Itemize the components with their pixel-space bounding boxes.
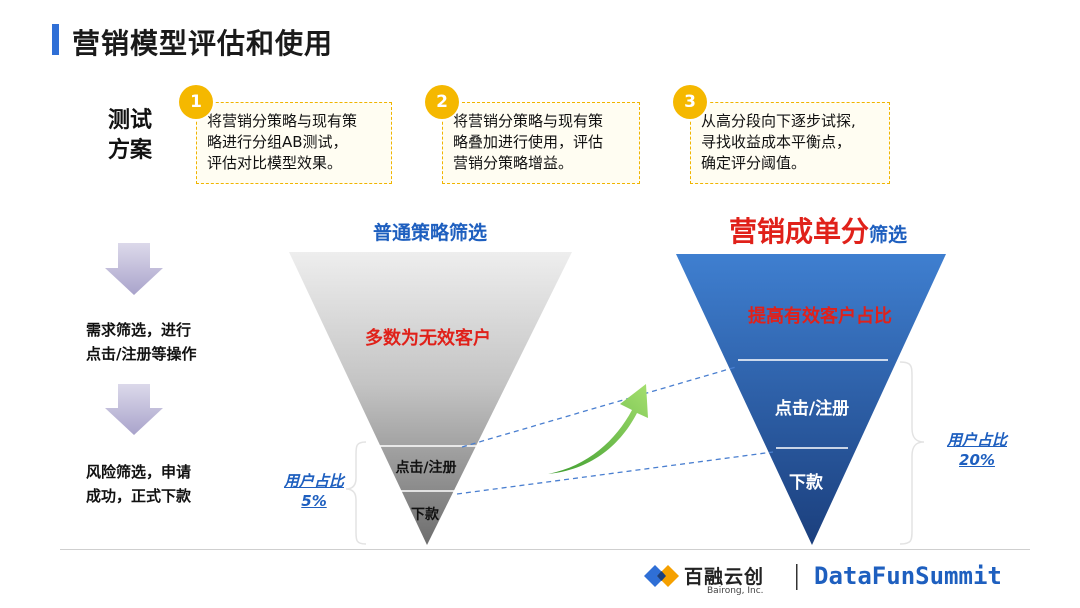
step-2-box: 将营销分策略与现有策 略叠加进行使用，评估 营销分策略增益。 [442, 102, 640, 184]
event-name: DataFunSummit [814, 562, 1002, 590]
down-arrow-icon [105, 384, 163, 435]
side-step-2-line2: 成功，正式下款 [86, 487, 192, 505]
side-step-1-line2: 点击/注册等操作 [86, 345, 197, 363]
test-plan-label-line1: 测试 [107, 108, 152, 133]
step-2-line3: 营销分策略增益。 [453, 154, 574, 172]
marketing-funnel-loan-label: 下款 [789, 473, 823, 493]
standard-funnel [289, 252, 572, 545]
step-3-box: 从高分段向下逐步试探, 寻找收益成本平衡点， 确定评分阈值。 [690, 102, 890, 184]
marketing-ratio-label: 用户占比 [946, 431, 1007, 449]
title-accent-bar [52, 24, 59, 55]
step-2-number: 2 [425, 85, 459, 119]
company-name-cn: 百融云创 [684, 566, 765, 588]
standard-ratio-label: 用户占比 [283, 472, 344, 490]
marketing-funnel-click-label: 点击/注册 [774, 399, 850, 419]
page-title: 营销模型评估和使用 [72, 27, 334, 60]
step-3-number: 3 [673, 85, 707, 119]
left-brace [345, 441, 367, 545]
standard-funnel-loan-label: 下款 [411, 507, 439, 523]
side-step-1-line1: 需求筛选，进行 [86, 321, 192, 339]
up-arrow-icon [548, 384, 648, 474]
step-1-line2: 略进行分组AB测试， [207, 133, 348, 151]
bairong-logo-icon [644, 565, 679, 587]
marketing-funnel-ratio: 用户占比 20% [932, 430, 1022, 470]
step-1-line3: 评估对比模型效果。 [207, 154, 343, 172]
marketing-funnel-heading-suffix: 筛选 [869, 224, 908, 246]
standard-ratio-value: 5% [301, 492, 327, 510]
standard-funnel-heading: 普通策略筛选 [372, 222, 487, 244]
step-3-line1: 从高分段向下逐步试探, [701, 112, 856, 130]
step-1-line1: 将营销分策略与现有策 [207, 112, 358, 130]
step-1-box: 将营销分策略与现有策 略进行分组AB测试， 评估对比模型效果。 [196, 102, 392, 184]
step-2-line1: 将营销分策略与现有策 [453, 112, 604, 130]
company-name-en: Bairong, Inc. [707, 586, 764, 596]
standard-funnel-main-label: 多数为无效客户 [365, 328, 491, 349]
side-step-2-line1: 风险筛选，申请 [86, 463, 192, 481]
marketing-score-funnel [676, 254, 946, 545]
down-arrow-icon [105, 243, 163, 295]
marketing-funnel-main-label: 提高有效客户占比 [748, 306, 892, 327]
step-3-line2: 寻找收益成本平衡点， [701, 133, 852, 151]
connector-line [456, 451, 774, 495]
standard-funnel-click-label: 点击/注册 [395, 460, 457, 476]
side-step-2-text: 风险筛选，申请 成功，正式下款 [86, 460, 191, 508]
test-plan-label: 测试 方案 [100, 106, 160, 166]
step-1-number: 1 [179, 85, 213, 119]
footer-rule [60, 549, 1030, 550]
side-step-1-text: 需求筛选，进行 点击/注册等操作 [86, 318, 196, 366]
step-2-line2: 略叠加进行使用，评估 [453, 133, 604, 151]
marketing-funnel-heading: 营销成单分筛选 [708, 210, 928, 250]
step-3-line3: 确定评分阈值。 [701, 154, 807, 172]
standard-funnel-ratio: 用户占比 5% [268, 471, 360, 511]
marketing-ratio-value: 20% [959, 451, 995, 469]
marketing-funnel-heading-main: 营销成单分 [728, 215, 869, 248]
test-plan-label-line2: 方案 [107, 138, 152, 163]
right-brace [899, 361, 925, 545]
connector-line [461, 366, 737, 448]
footer-divider [796, 564, 798, 590]
